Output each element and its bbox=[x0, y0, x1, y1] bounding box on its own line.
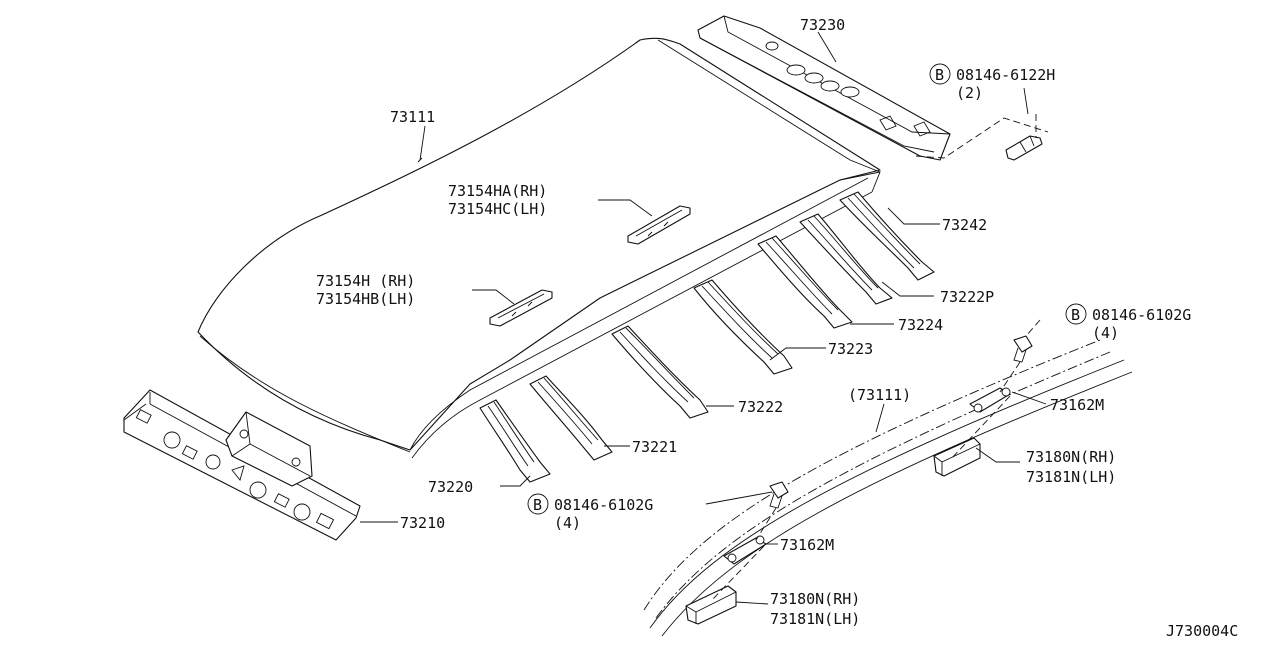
callout-73230: 73230 bbox=[800, 16, 845, 34]
callout-73180n-lower: 73180N(RH) bbox=[770, 590, 860, 608]
callout-73162m-lower: 73162M bbox=[780, 536, 834, 554]
callout-73154hb: 73154HB(LH) bbox=[316, 290, 415, 308]
callout-73162m-upper: 73162M bbox=[1050, 396, 1104, 414]
callout-73210: 73210 bbox=[400, 514, 445, 532]
callout-73221: 73221 bbox=[632, 438, 677, 456]
roof-bows bbox=[479, 191, 935, 483]
callout-73223: 73223 bbox=[828, 340, 873, 358]
callout-73224: 73224 bbox=[898, 316, 943, 334]
callout-labels: 73111 73230 08146-6122H (2) 73154HA(RH) … bbox=[316, 16, 1238, 640]
rear-bolt bbox=[915, 87, 1049, 161]
bolt-symbol-top: B bbox=[935, 66, 944, 84]
callout-bolt-top-qty: (2) bbox=[956, 84, 983, 102]
rear-roof-rail bbox=[697, 15, 951, 161]
bolt-symbol-circle-center bbox=[527, 493, 549, 515]
callout-73180n-upper: 73180N(RH) bbox=[1026, 448, 1116, 466]
callout-bolt-top-part: 08146-6122H bbox=[956, 66, 1055, 84]
front-header-rail bbox=[123, 389, 361, 541]
bolt-symbol-right: B bbox=[1071, 306, 1080, 324]
callout-73181n-upper: 73181N(LH) bbox=[1026, 468, 1116, 486]
bolt-symbol-circle-right bbox=[1065, 303, 1087, 325]
callout-bolt-center-part: 08146-6102G bbox=[554, 496, 653, 514]
roof-brackets bbox=[489, 205, 691, 327]
bolt-symbol-circle-top bbox=[929, 63, 951, 85]
callout-73181n-lower: 73181N(LH) bbox=[770, 610, 860, 628]
callout-bolt-right-qty: (4) bbox=[1092, 324, 1119, 342]
callout-73111: 73111 bbox=[390, 108, 435, 126]
side-rail-detail bbox=[643, 319, 1133, 637]
callout-73111-ref: (73111) bbox=[848, 386, 911, 404]
roof-panel bbox=[197, 37, 881, 459]
callout-73222p: 73222P bbox=[940, 288, 994, 306]
callout-bolt-center-qty: (4) bbox=[554, 514, 581, 532]
callout-73220: 73220 bbox=[428, 478, 473, 496]
callout-bolt-right-part: 08146-6102G bbox=[1092, 306, 1191, 324]
leader-lines bbox=[360, 31, 1047, 605]
callout-73154h: 73154H (RH) bbox=[316, 272, 415, 290]
bolt-symbol-center: B bbox=[533, 496, 542, 514]
callout-73222: 73222 bbox=[738, 398, 783, 416]
callout-73154hc: 73154HC(LH) bbox=[448, 200, 547, 218]
callout-73242: 73242 bbox=[942, 216, 987, 234]
bolt-symbols: B B B bbox=[527, 63, 1087, 515]
callout-73154ha: 73154HA(RH) bbox=[448, 182, 547, 200]
diagram-code: J730004C bbox=[1166, 622, 1238, 640]
